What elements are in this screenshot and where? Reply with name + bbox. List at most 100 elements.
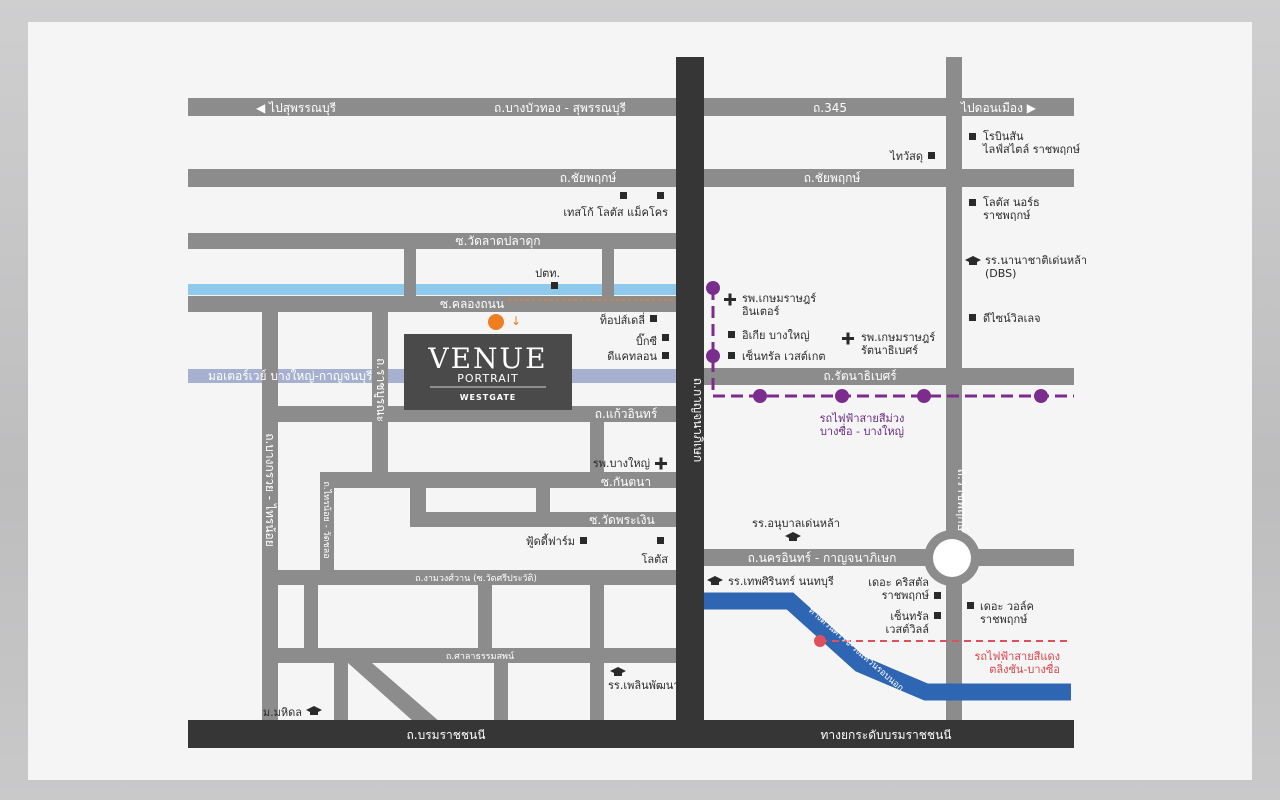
- square-marker: [620, 192, 627, 199]
- road-label-ratchaphruek: ถ.ราชพฤกษ์: [955, 469, 969, 532]
- place-kasemrad-ratana: รพ.เกษมราษฎร์รัตนาธิเบศร์: [861, 331, 935, 357]
- square-marker: [662, 352, 669, 359]
- school-cap-icon: [306, 706, 322, 715]
- text-line: (DBS): [985, 267, 1016, 280]
- square-marker: [934, 612, 941, 619]
- road-label-kanchanaphisek: ถ.กาญจนาภิเษก: [691, 378, 705, 462]
- expressway-road: [676, 592, 1071, 701]
- road-label-elevated: ทางยกระดับบรมราชชนนี: [821, 728, 952, 742]
- text-line: อินเตอร์: [742, 305, 780, 318]
- place-anuban: รร.อนุบาลเด่นหล้า: [752, 517, 840, 530]
- square-marker: [928, 152, 935, 159]
- square-marker: [662, 334, 669, 341]
- road-label-khlong-thanon: ซ.คลองถนน: [440, 297, 504, 311]
- road-label-bangbuathong: ถ.บางบัวทอง - สุพรรณบุรี: [494, 101, 626, 116]
- square-marker: [728, 331, 735, 338]
- square-marker: [650, 315, 657, 322]
- road-label-wat-phra-ngoen: ซ.วัดพระเงิน: [589, 513, 654, 527]
- square-marker: [657, 537, 664, 544]
- place-ikea: อิเกีย บางใหญ่: [742, 329, 810, 342]
- school-cap-icon: [707, 576, 723, 585]
- borommaratchachonnani-road: [188, 720, 1074, 748]
- place-markers: [551, 133, 976, 619]
- square-marker: [969, 199, 976, 206]
- text-line: ราชพฤกษ์: [980, 613, 1028, 626]
- place-ptt: ปตท.: [535, 267, 560, 280]
- text-line: รถไฟฟ้าสายสีม่วง: [820, 412, 905, 425]
- road-label-wat-chalo: ถ.ไทรน้อย - วัดชลอ: [321, 481, 332, 558]
- purple-line-stations: [706, 281, 1048, 403]
- venue-name: VENUE: [427, 342, 547, 375]
- square-marker: [551, 282, 558, 289]
- road-label-345: ถ.345: [813, 101, 847, 115]
- square-marker: [728, 352, 735, 359]
- road-label-rattanathibet: ถ.รัตนาธิเบศร์: [823, 369, 897, 383]
- square-marker: [934, 592, 941, 599]
- road-label-to-donmueang: ไปดอนเมือง ▶: [960, 101, 1037, 115]
- road-label-to-suphan: ◀ ไปสุพรรณบุรี: [256, 101, 337, 116]
- text-line: รพ.เกษมราษฎร์: [861, 331, 935, 344]
- road-label-sala-thammasop: ถ.ศาลาธรรมสพน์: [446, 650, 514, 662]
- road-label-kantana: ซ.กันตนา: [601, 475, 651, 489]
- place-mahidol: ม.มหิดล: [263, 706, 302, 719]
- place-lotus-north: โลตัส นอร์ธราชพฤกษ์: [983, 195, 1040, 222]
- text-line: โลตัส นอร์ธ: [983, 195, 1040, 209]
- purple-line-label: รถไฟฟ้าสายสีม่วงบางซื่อ - บางใหญ่: [820, 412, 905, 438]
- text-line: รร.นานาชาติเด่นหล้า: [985, 254, 1087, 267]
- purple-line: [711, 288, 1074, 398]
- kanchanaphisek-road: [676, 57, 704, 723]
- text-line: โรบินสัน: [983, 129, 1024, 143]
- text-line: รถไฟฟ้าสายสีแดง: [974, 650, 1060, 663]
- place-robinson: โรบินสันไลฟ์สไตล์ ราชพฤกษ์: [982, 129, 1080, 156]
- down-arrow-icon: ↓: [511, 314, 521, 328]
- place-thepsirin: รร.เทพศิรินทร์ นนทบุรี: [728, 575, 834, 588]
- map-board: [28, 22, 1252, 780]
- road-label-chaiyapruek-left: ถ.ชัยพฤกษ์: [560, 171, 617, 185]
- venue-sub: PORTRAIT: [457, 372, 519, 385]
- text-line: ราชพฤกษ์: [882, 589, 930, 602]
- road-label-wat-lat: ซ.วัดลาดปลาดุก: [455, 234, 540, 249]
- place-kasemrad-inter: รพ.เกษมราษฎร์อินเตอร์: [742, 292, 817, 318]
- road-label-bang-kruai: ถ.บางกรวย - ไทรน้อย: [263, 433, 277, 547]
- school-cap-icon: [965, 256, 981, 265]
- place-lotus-small: โลตัส: [641, 552, 668, 566]
- canal: [188, 284, 676, 295]
- text-line: เดอะ คริสตัล: [868, 576, 929, 589]
- square-marker: [580, 537, 587, 544]
- place-tops: ท็อปส์เดลี่: [600, 312, 645, 327]
- red-line-station: [814, 635, 826, 647]
- road-label-nakhon-in: ถ.นครอินทร์ - กาญจนาภิเษก: [748, 551, 897, 565]
- road-network: [188, 57, 1074, 723]
- place-thai-watsadu: ไทวัสดุ: [889, 150, 923, 163]
- text-line: ตลิ่งชัน-บางซื่อ: [989, 661, 1060, 676]
- place-central-westville: เซ็นทรัลเวสต์วิลล์: [886, 609, 929, 636]
- school-cap-icon: [785, 532, 801, 541]
- venue-marker: [488, 314, 504, 330]
- place-design-village: ดีไซน์วิลเลจ: [983, 312, 1041, 325]
- place-dbs: รร.นานาชาติเด่นหล้า(DBS): [985, 254, 1087, 280]
- square-marker: [969, 133, 976, 140]
- place-walk: เดอะ วอล์คราชพฤกษ์: [980, 600, 1034, 626]
- place-crystal: เดอะ คริสตัลราชพฤกษ์: [868, 576, 929, 602]
- square-marker: [657, 192, 664, 199]
- text-line: ราชพฤกษ์: [983, 209, 1031, 222]
- square-marker: [969, 314, 976, 321]
- road-label-motorway: มอเตอร์เวย์ บางใหญ่-กาญจนบุรี: [208, 369, 373, 384]
- text-line: รพ.เกษมราษฎร์: [742, 292, 816, 305]
- place-bangyai-hosp: รพ.บางใหญ่: [593, 457, 650, 470]
- road-label-chaiyapruek-right: ถ.ชัยพฤกษ์: [804, 171, 861, 185]
- place-central-westgate: เซ็นทรัล เวสต์เกต: [742, 349, 826, 363]
- school-cap-icon: [610, 667, 626, 676]
- place-bigc: บิ๊กซี: [636, 333, 658, 348]
- road-label-borommaratchachonnani: ถ.บรมราชชนนี: [407, 728, 486, 742]
- road-label-kaew-in: ถ.แก้วอินทร์: [595, 407, 658, 421]
- text-line: ไลฟ์สไตล์ ราชพฤกษ์: [982, 143, 1080, 156]
- text-line: เซ็นทรัล: [890, 609, 929, 623]
- text-line: บางซื่อ - บางใหญ่: [820, 423, 904, 438]
- text-line: เดอะ วอล์ค: [980, 600, 1034, 613]
- place-tesco-makro: เทสโก้ โลตัส แม็คโคร: [563, 205, 668, 219]
- hospital-cross-icon: [655, 457, 667, 470]
- hospital-cross-icon: [842, 332, 854, 345]
- place-dcathlon: ดีแคทลอน: [607, 350, 657, 363]
